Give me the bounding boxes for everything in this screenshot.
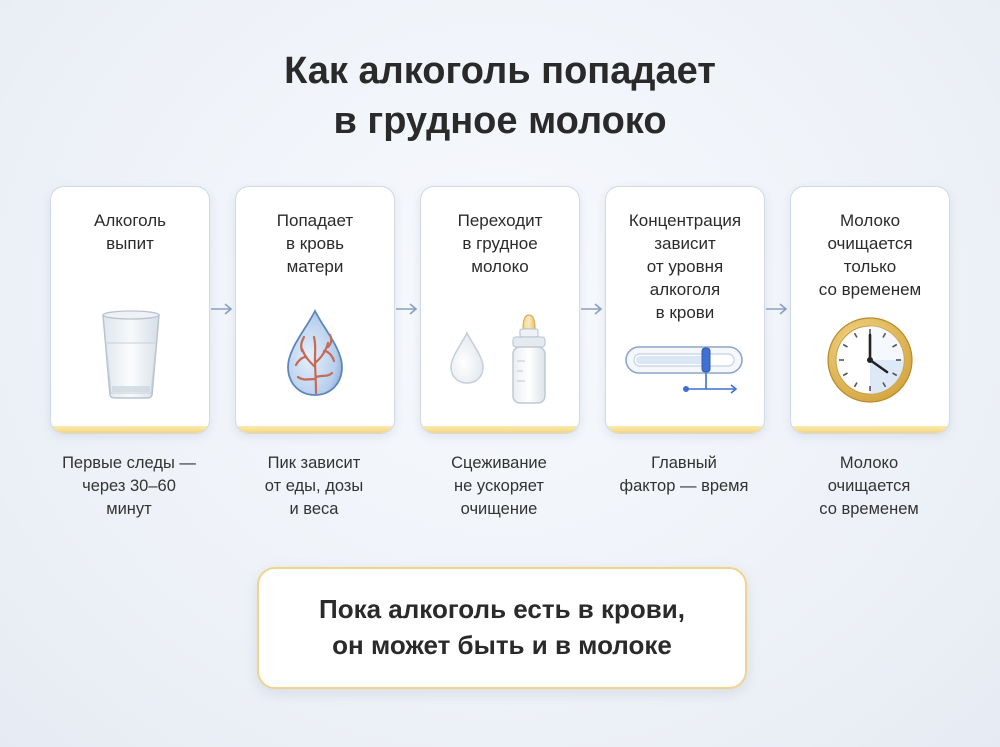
arrow-right-icon: [766, 303, 788, 315]
step-label-line: в грудное: [462, 234, 538, 253]
summary-line-1: Пока алкоголь есть в крови,: [319, 594, 685, 624]
step-caption-4: Главный фактор — время: [591, 452, 777, 498]
step-label-line: молоко: [471, 257, 529, 276]
step-caption-2: Пик зависит от еды, дозы и веса: [221, 452, 407, 521]
summary-box: Пока алкоголь есть в крови, он может быт…: [257, 567, 747, 689]
caption-line: Пик зависит: [267, 454, 361, 472]
glass-of-water-icon: [102, 310, 160, 399]
step-label-line: Алкоголь: [93, 211, 167, 230]
arrow-right-icon: [396, 303, 418, 315]
step-label-line: Молоко: [839, 211, 901, 230]
caption-line: Сцеживание: [451, 454, 547, 472]
step-label: Концентрация зависит от уровня алкоголя …: [612, 209, 758, 324]
step-label-line: в кровь: [286, 234, 344, 253]
caption-line: от еды, дозы: [264, 477, 364, 495]
milk-drop-and-bottle-icon: [450, 314, 546, 404]
caption-line: не ускоряет: [454, 477, 544, 495]
step-label: Переходит в грудное молоко: [427, 209, 573, 278]
step-label-line: алкоголя: [649, 280, 721, 299]
step-label-line: Попадает: [276, 211, 354, 230]
clock-icon: [827, 317, 913, 403]
caption-line: очищается: [827, 477, 911, 495]
step-card-enters-blood: Попадает в кровь матери: [235, 186, 395, 434]
page-title: Как алкоголь попадает в грудное молоко: [0, 46, 1000, 146]
title-line-1: Как алкоголь попадает: [284, 50, 716, 92]
step-caption-5: Молоко очищается со временем: [776, 452, 962, 521]
step-label-line: в крови: [655, 303, 715, 322]
step-label-line: матери: [286, 257, 344, 276]
caption-line: через 30–60: [82, 477, 176, 495]
step-card-concentration: Концентрация зависит от уровня алкоголя …: [605, 186, 765, 434]
arrow-right-icon: [581, 303, 603, 315]
caption-line: Главный: [651, 454, 717, 472]
step-card-passes-to-milk: Переходит в грудное молоко: [420, 186, 580, 434]
step-label-line: от уровня: [646, 257, 724, 276]
caption-line: фактор — время: [619, 477, 749, 495]
caption-line: со временем: [819, 500, 919, 518]
step-label-line: со временем: [818, 280, 922, 299]
step-label-line: очищается: [827, 234, 913, 253]
blood-drop-vessels-icon: [287, 308, 343, 396]
summary-line-2: он может быть и в молоке: [332, 630, 672, 660]
step-label-line: только: [843, 257, 897, 276]
caption-line: Первые следы —: [62, 454, 196, 472]
caption-line: минут: [106, 500, 152, 518]
step-caption-3: Сцеживание не ускоряет очищение: [406, 452, 592, 521]
step-label: Попадает в кровь матери: [242, 209, 388, 278]
step-label: Алкоголь выпит: [57, 209, 203, 255]
step-label-line: выпит: [106, 234, 154, 253]
caption-line: Молоко: [839, 454, 899, 472]
level-gauge-icon: [625, 346, 743, 394]
step-label-line: Концентрация: [628, 211, 742, 230]
caption-line: очищение: [460, 500, 538, 518]
step-label-line: зависит: [654, 234, 716, 253]
title-line-2: в грудное молоко: [333, 100, 667, 142]
step-card-alcohol-drunk: Алкоголь выпит: [50, 186, 210, 434]
step-caption-1: Первые следы — через 30–60 минут: [36, 452, 222, 521]
arrow-right-icon: [211, 303, 233, 315]
caption-line: и веса: [289, 500, 339, 518]
step-label: Молоко очищается только со временем: [797, 209, 943, 301]
summary-text: Пока алкоголь есть в крови, он может быт…: [259, 591, 745, 663]
step-label-line: Переходит: [457, 211, 543, 230]
step-card-milk-clears: Молоко очищается только со временем: [790, 186, 950, 434]
